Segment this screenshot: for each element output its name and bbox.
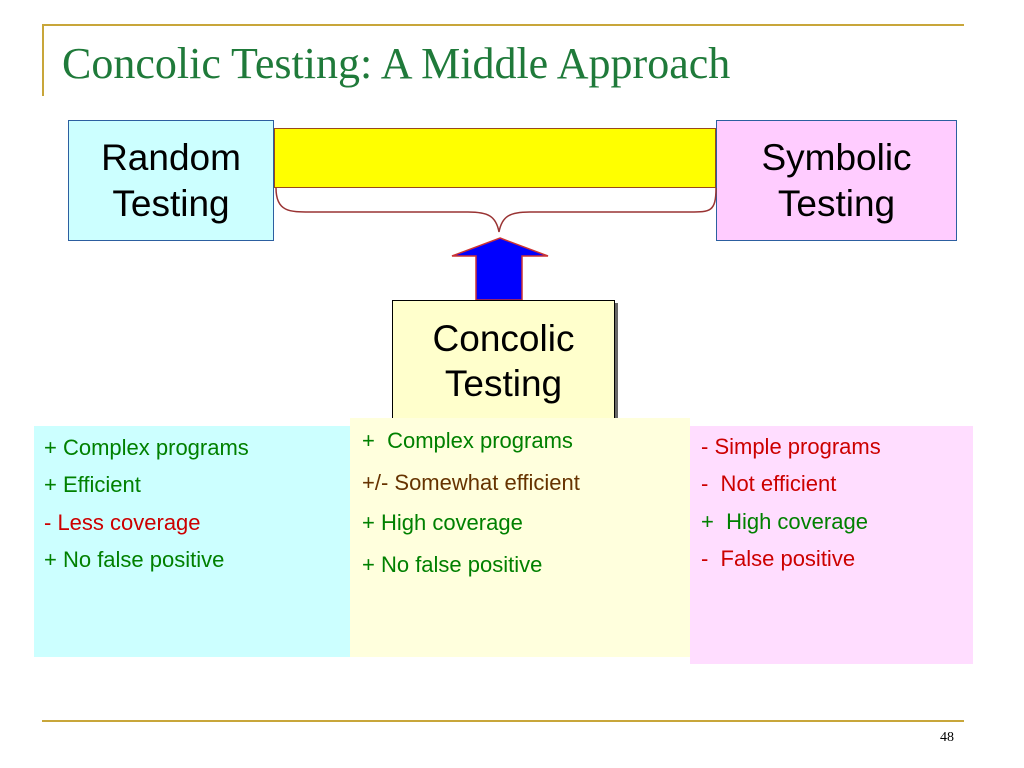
symbolic-testing-line2: Testing [777,182,896,224]
random-point-3: - Less coverage [44,510,201,535]
random-point-2: + Efficient [44,472,141,497]
random-testing-box: Random Testing [68,120,274,241]
symbolic-testing-line1: Symbolic [761,137,912,179]
concolic-testing-panel: + Complex programs +/- Somewhat efficien… [350,418,690,657]
concolic-testing-box: Concolic Testing [392,300,615,422]
up-arrow [451,237,549,301]
symbolic-point-1: - Simple programs [701,434,881,459]
slide-title: Concolic Testing: A Middle Approach [62,39,731,88]
left-rule [42,24,44,96]
symbolic-testing-box: Symbolic Testing [716,120,957,241]
middle-bar [274,128,716,188]
symbolic-point-4: - False positive [701,546,856,571]
concolic-testing-line1: Concolic [432,317,575,359]
concolic-point-1: + Complex programs [362,428,573,453]
random-testing-line1: Random [101,137,241,179]
bottom-rule [42,720,964,722]
random-point-1: + Complex programs [44,435,249,460]
curly-brace [275,187,717,233]
random-testing-panel: + Complex programs + Efficient - Less co… [34,426,350,657]
concolic-point-2: +/- Somewhat efficient [362,470,580,495]
concolic-testing-line2: Testing [444,363,563,404]
page-number: 48 [940,730,954,745]
random-testing-line2: Testing [112,182,230,224]
concolic-point-4: + No false positive [362,552,543,577]
concolic-point-3: + High coverage [362,510,523,535]
symbolic-point-2: - Not efficient [701,471,837,496]
symbolic-point-3: + High coverage [701,509,868,534]
top-rule [42,24,964,26]
random-point-4: + No false positive [44,547,225,572]
symbolic-testing-panel: - Simple programs - Not efficient + High… [690,426,973,664]
